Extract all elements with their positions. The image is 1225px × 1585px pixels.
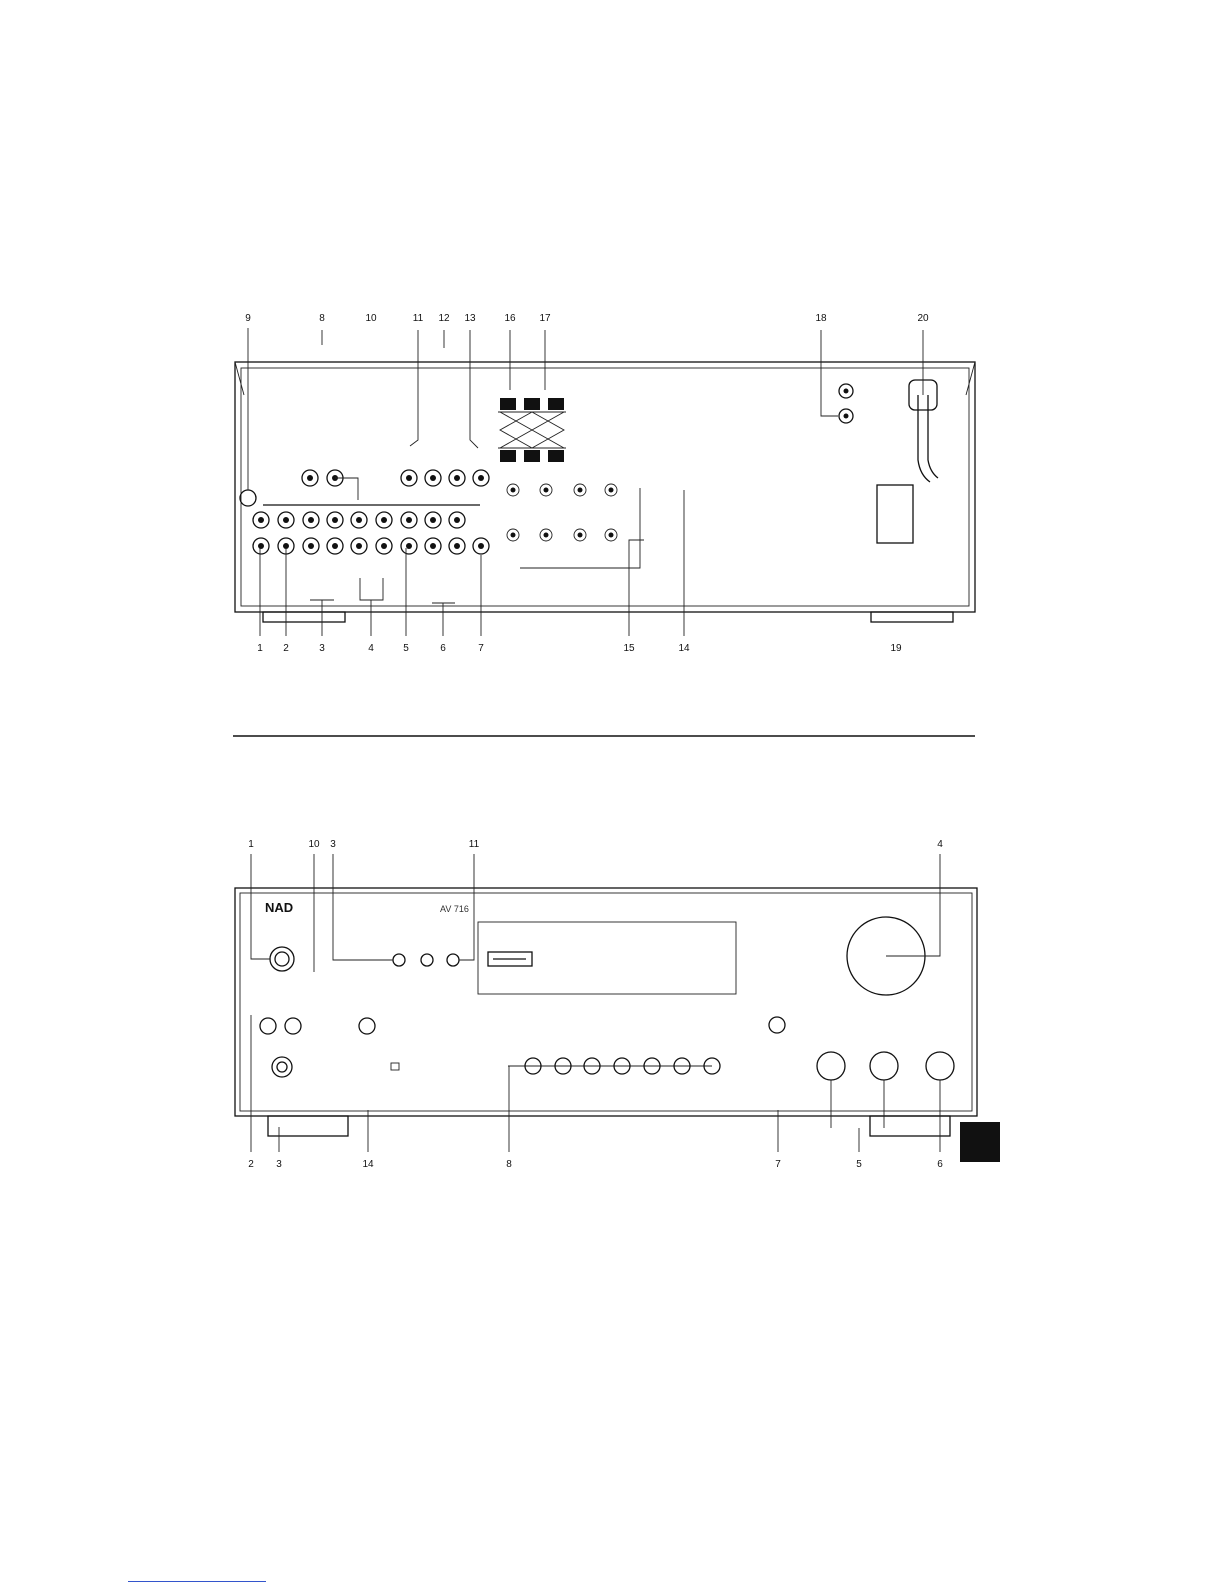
callout-number: 5	[403, 643, 409, 654]
callout-number: 17	[539, 313, 551, 324]
callout-number: 11	[469, 839, 480, 850]
front-foot-right	[870, 1116, 950, 1136]
rear-foot-right	[871, 612, 953, 622]
front-left-button-b[interactable]	[285, 1018, 301, 1034]
rca-jack-center	[258, 543, 264, 549]
rear-ground-terminal	[240, 490, 256, 506]
callout-number: 6	[937, 1159, 943, 1170]
callout-number: 10	[365, 313, 377, 324]
rear-foot-left	[263, 612, 345, 622]
front-button-3[interactable]	[447, 954, 459, 966]
rca-jack-center	[406, 517, 412, 523]
front-leader-lines	[251, 854, 940, 1152]
dolby-logo	[391, 1063, 399, 1070]
rca-jack-center	[430, 517, 436, 523]
front-source-buttons	[508, 1058, 720, 1074]
rear-power-cord	[909, 380, 938, 482]
front-panel: NAD AV 716	[235, 854, 977, 1152]
callout-number: 20	[917, 313, 929, 324]
callout-number: 15	[623, 643, 635, 654]
callout-number: 14	[678, 643, 690, 654]
callout-number: 3	[276, 1159, 282, 1170]
rca-jack-center	[356, 517, 362, 523]
callout-number: 12	[438, 313, 450, 324]
rear-chassis-inner	[241, 368, 969, 606]
rca-jack-center	[454, 517, 460, 523]
rca-jack-center	[258, 517, 264, 523]
front-brand-logo: NAD	[265, 900, 293, 915]
front-model-name: AV 716	[440, 904, 469, 914]
rear-speaker-switch-block	[498, 398, 566, 462]
rca-jack-center	[478, 543, 484, 549]
front-mid-button[interactable]	[359, 1018, 375, 1034]
callout-number: 14	[362, 1159, 374, 1170]
callout-number: 16	[504, 313, 516, 324]
callout-number: 8	[506, 1159, 512, 1170]
rear-panel	[235, 328, 975, 636]
rca-jack-center	[308, 543, 314, 549]
callout-number: 19	[890, 643, 902, 654]
callout-number: 10	[308, 839, 320, 850]
power-button[interactable]	[270, 947, 294, 971]
rear-upper-jacks	[302, 470, 489, 486]
front-right-button[interactable]	[769, 1017, 785, 1033]
rca-jack-center	[381, 517, 387, 523]
front-foot-left	[268, 1116, 348, 1136]
rca-jack-center	[381, 543, 387, 549]
callout-number: 4	[937, 839, 943, 850]
callout-number: 7	[775, 1159, 781, 1170]
rca-jack-center	[454, 543, 460, 549]
rca-jack-center	[332, 517, 338, 523]
rear-leader-lines	[248, 328, 923, 636]
rear-speaker-posts	[507, 484, 617, 541]
rca-jack-center	[332, 543, 338, 549]
front-left-button-a[interactable]	[260, 1018, 276, 1034]
rca-jack-center	[406, 543, 412, 549]
rear-chassis	[235, 362, 975, 612]
callout-number: 8	[319, 313, 325, 324]
callout-number: 13	[464, 313, 476, 324]
callout-number: 6	[440, 643, 446, 654]
callout-number: 7	[478, 643, 484, 654]
rca-jack-center	[283, 517, 289, 523]
rear-preout-jacks	[839, 384, 853, 423]
tone-knob-3[interactable]	[926, 1052, 954, 1080]
front-left-jack[interactable]	[272, 1057, 292, 1077]
tone-knob-1[interactable]	[817, 1052, 845, 1080]
rear-label-plate	[877, 485, 913, 543]
front-display-window	[478, 922, 736, 994]
rear-rca-block	[253, 505, 489, 554]
footer-link-underline[interactable]	[128, 1581, 266, 1582]
callout-number: 11	[413, 313, 424, 324]
rca-jack-center	[430, 543, 436, 549]
front-button-1[interactable]	[393, 954, 405, 966]
callout-number: 1	[257, 643, 263, 654]
front-button-2[interactable]	[421, 954, 433, 966]
tone-knob-2[interactable]	[870, 1052, 898, 1080]
callout-number: 5	[856, 1159, 862, 1170]
callout-number: 3	[319, 643, 325, 654]
rca-jack-center	[308, 517, 314, 523]
callout-number: 18	[815, 313, 827, 324]
callout-number: 2	[248, 1159, 254, 1170]
callout-number: 2	[283, 643, 289, 654]
rca-jack-center	[356, 543, 362, 549]
callout-number: 9	[245, 313, 251, 324]
callout-number: 1	[248, 839, 254, 850]
callout-number: 4	[368, 643, 374, 654]
callout-number: 3	[330, 839, 336, 850]
page-number-badge	[960, 1122, 1000, 1162]
